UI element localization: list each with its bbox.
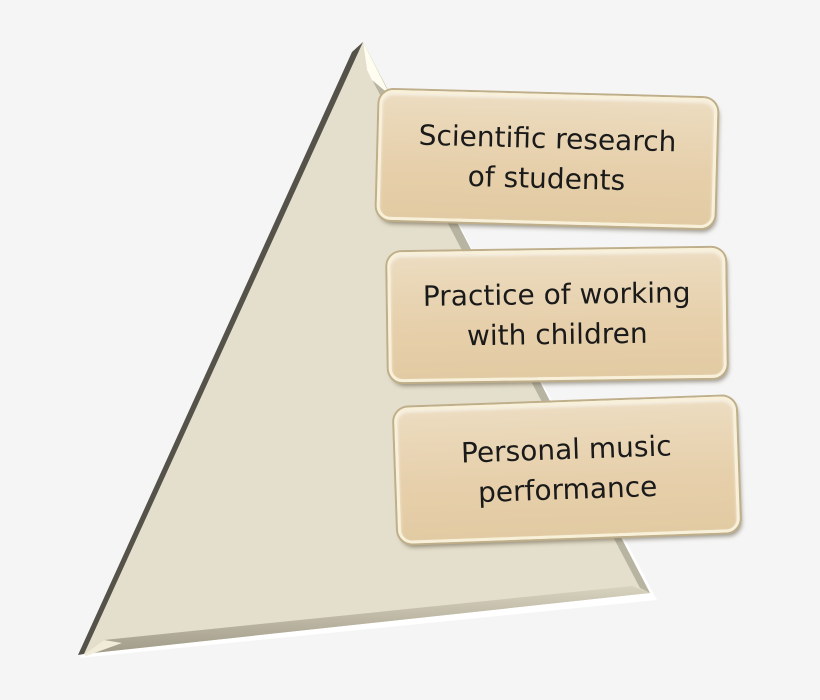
label-line: Scientific research [418, 118, 677, 159]
label-line: Practice of working [422, 276, 691, 313]
label-line: with children [466, 316, 648, 353]
pyramid-label-box-3: Personal music performance [393, 396, 741, 544]
pyramid-label-box-2: Practice of working with children [387, 247, 727, 383]
label-line: performance [477, 469, 658, 510]
pyramid-label-box-1: Scientific research of students [376, 89, 718, 229]
label-line: of students [467, 159, 626, 198]
